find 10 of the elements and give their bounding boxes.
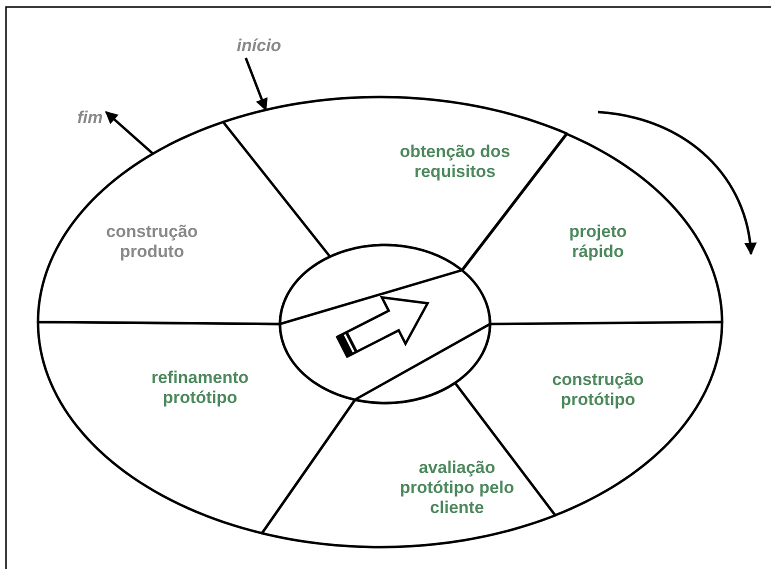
phase-label: construção produto (105, 222, 199, 262)
step-label: início (236, 36, 282, 56)
arrow (244, 58, 268, 112)
phase-label: obtenção dos requisitos (398, 142, 512, 182)
phase-label: projeto rápido (568, 222, 628, 262)
step-label: fim (77, 108, 103, 128)
phase-label: avaliação protótipo pelo cliente (398, 458, 516, 518)
phase-label: construção protótipo (551, 370, 645, 410)
arrow (105, 111, 154, 155)
phase-label: refinamento protótipo (150, 368, 250, 408)
